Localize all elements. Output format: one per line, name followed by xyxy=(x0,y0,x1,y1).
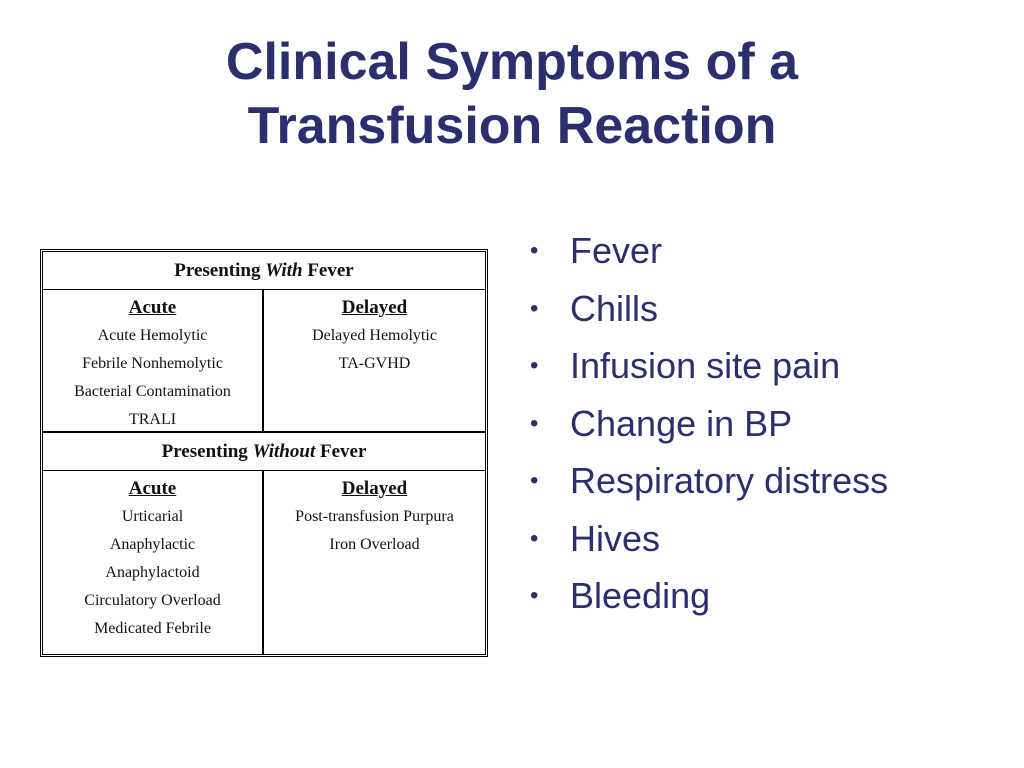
bullet-icon: • xyxy=(530,467,539,494)
header-prefix: Presenting xyxy=(161,441,248,462)
slide-title: Clinical Symptoms of a Transfusion React… xyxy=(0,30,1024,158)
acute-column-without-fever: Acute Urticarial Anaphylactic Anaphylact… xyxy=(43,471,264,655)
list-item: • Fever xyxy=(530,222,888,280)
title-line-1: Clinical Symptoms of a xyxy=(225,33,799,91)
table-item: TA-GVHD xyxy=(338,355,411,372)
table-item: Circulatory Overload xyxy=(84,592,221,609)
table-item: Medicated Febrile xyxy=(94,620,211,637)
section-header-without-fever: Presenting Without Fever xyxy=(43,433,485,471)
acute-header: Acute xyxy=(128,297,177,318)
acute-header: Acute xyxy=(128,478,177,499)
bullet-icon: • xyxy=(530,409,539,437)
table-item: Iron Overload xyxy=(329,536,420,553)
list-item-text: Fever xyxy=(570,230,663,271)
bullet-icon: • xyxy=(530,237,539,264)
list-item: • Infusion site pain xyxy=(530,337,888,395)
table-item: Urticarial xyxy=(121,508,184,525)
list-item: • Bleeding xyxy=(530,567,888,625)
header-suffix: Fever xyxy=(319,441,367,462)
section-body-without-fever: Acute Urticarial Anaphylactic Anaphylact… xyxy=(43,471,485,655)
table-item: Bacterial Contamination xyxy=(74,383,231,400)
header-prefix: Presenting xyxy=(174,260,261,281)
list-item-text: Hives xyxy=(570,517,661,559)
list-item-text: Chills xyxy=(570,287,659,329)
header-emphasis: Without xyxy=(252,441,316,462)
table-item: Anaphylactoid xyxy=(105,564,200,581)
table-item: Anaphylactic xyxy=(109,536,196,553)
header-emphasis: With xyxy=(265,260,303,281)
bullet-icon: • xyxy=(530,582,539,609)
table-item: TRALI xyxy=(128,411,177,428)
delayed-header: Delayed xyxy=(341,478,408,499)
list-item-text: Change in BP xyxy=(570,402,793,444)
bullet-icon: • xyxy=(530,352,539,379)
list-item: • Change in BP xyxy=(530,395,888,453)
section-body-with-fever: Acute Acute Hemolytic Febrile Nonhemolyt… xyxy=(43,290,485,433)
symptom-bullet-list: • Fever • Chills • Infusion site pain • Chan… xyxy=(530,222,888,625)
bullet-icon: • xyxy=(530,294,539,322)
list-item-text: Respiratory distress xyxy=(570,460,889,501)
table-item: Post-transfusion Purpura xyxy=(295,508,454,525)
table-item: Febrile Nonhemolytic xyxy=(82,355,223,372)
list-item-text: Infusion site pain xyxy=(570,345,841,386)
list-item: • Respiratory distress xyxy=(530,452,888,510)
delayed-header: Delayed xyxy=(341,297,408,318)
bullet-icon: • xyxy=(530,524,539,552)
list-item-text: Bleeding xyxy=(570,575,711,616)
list-item: • Chills xyxy=(530,280,888,338)
title-line-2: Transfusion Reaction xyxy=(247,97,777,155)
delayed-column-without-fever: Delayed Post-transfusion Purpura Iron Ov… xyxy=(264,471,485,655)
delayed-column-with-fever: Delayed Delayed Hemolytic TA-GVHD xyxy=(264,290,485,431)
list-item: • Hives xyxy=(530,510,888,568)
section-header-with-fever: Presenting With Fever xyxy=(43,252,485,290)
acute-column-with-fever: Acute Acute Hemolytic Febrile Nonhemolyt… xyxy=(43,290,264,431)
table-item: Delayed Hemolytic xyxy=(312,327,437,344)
header-suffix: Fever xyxy=(307,260,354,281)
symptom-table: Presenting With Fever Acute Acute Hemoly… xyxy=(40,249,488,657)
table-item: Acute Hemolytic xyxy=(97,327,208,344)
